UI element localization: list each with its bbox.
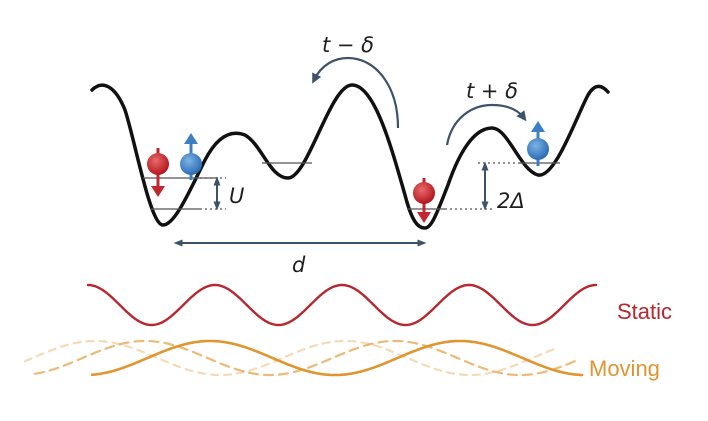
hop-right-label: t + δ xyxy=(466,79,518,103)
spin-down-icon xyxy=(413,178,435,223)
moving-wave-trail-2 xyxy=(23,339,561,377)
offset-2delta-label: 2Δ xyxy=(497,189,525,213)
potential-curve xyxy=(90,83,610,230)
hop-left-arrow xyxy=(312,56,400,129)
static-wave xyxy=(86,283,598,327)
hop-right-arrow xyxy=(445,103,527,146)
static-label: Static xyxy=(617,299,672,324)
moving-wave-line xyxy=(90,339,584,377)
moving-wave xyxy=(23,339,584,377)
static-wave-line xyxy=(86,283,598,327)
hop-left-label: t − δ xyxy=(322,33,374,57)
moving-wave-trail-1 xyxy=(33,339,577,377)
moving-label: Moving xyxy=(589,356,660,381)
interaction-u-label: U xyxy=(229,184,244,208)
spin-up-icon xyxy=(180,133,202,180)
spin-up-icon xyxy=(527,121,549,166)
spin-down-icon xyxy=(147,148,169,197)
spacing-d-label: d xyxy=(292,253,306,277)
